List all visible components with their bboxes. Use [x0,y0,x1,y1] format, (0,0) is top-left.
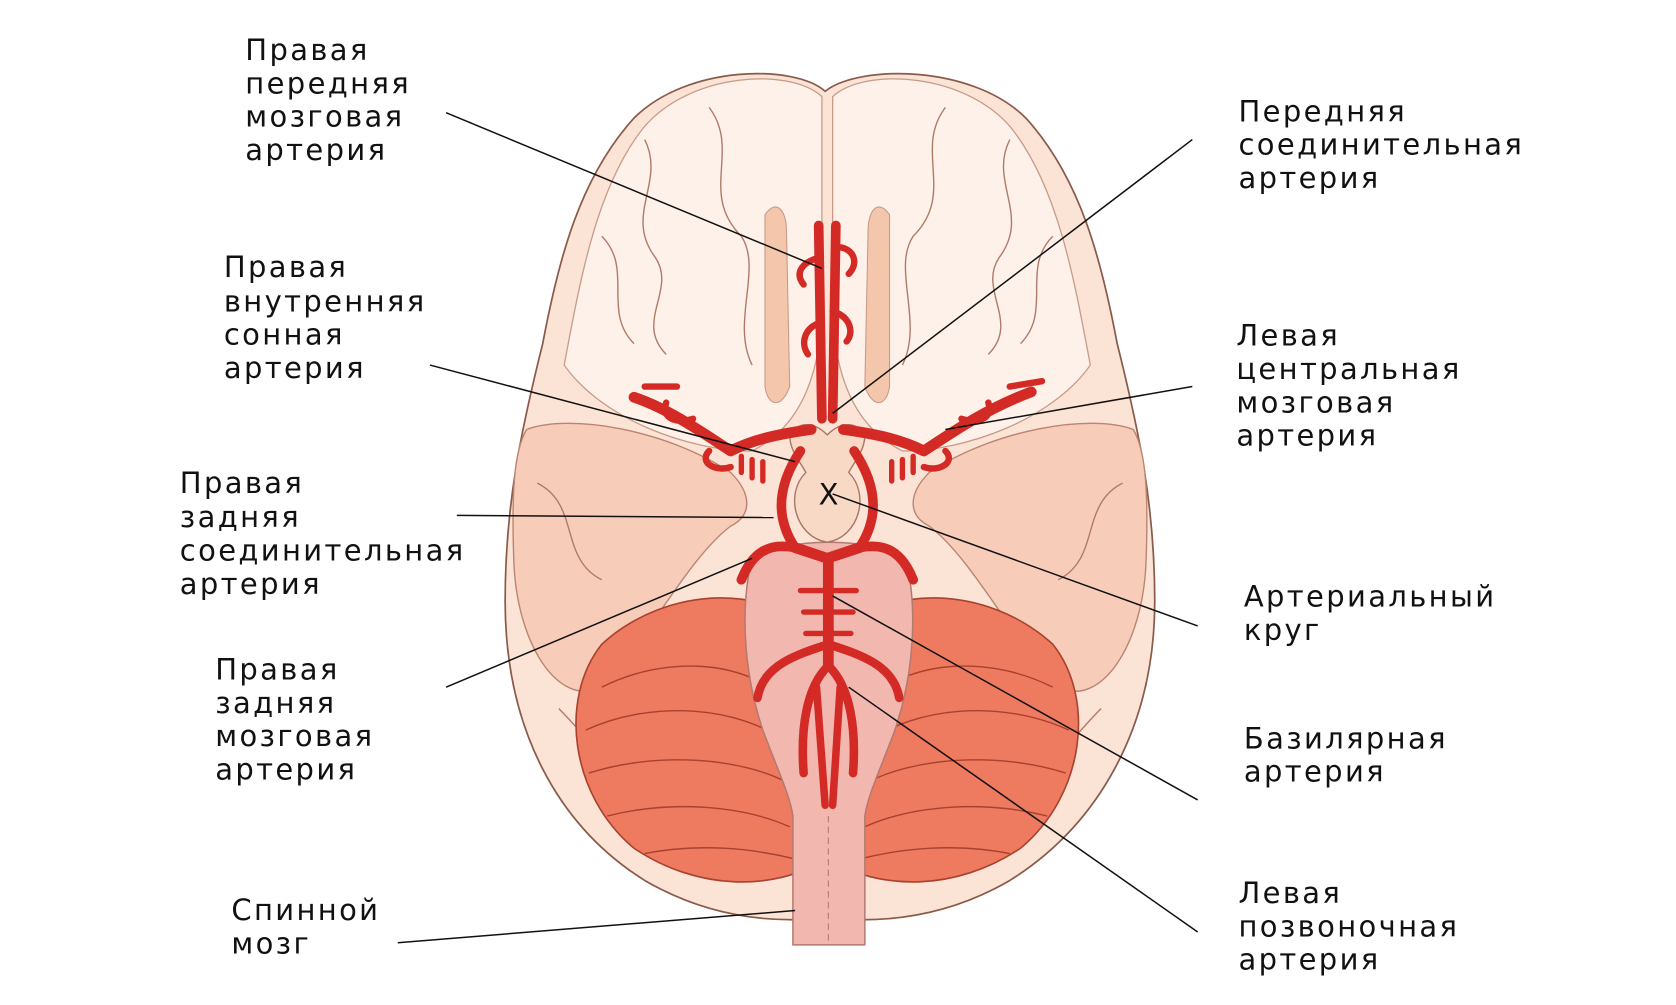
label-arterial-circle: Артериальный круг [1244,580,1508,647]
label-right-posterior-cerebral-artery: Правая задняя мозговая артерия [215,653,386,787]
left-frontal-lobe [563,78,823,452]
left-olfactory-tract [764,206,791,404]
right-frontal-lobe [831,78,1092,452]
right-olfactory-tract [864,206,891,404]
optic-chiasm [788,424,866,543]
label-right-anterior-cerebral-artery: Правая передняя мозговая артерия [245,33,422,167]
leader-lines [397,112,1199,944]
label-left-vertebral-artery: Левая позвоночная артерия [1238,876,1470,977]
chiasm-x-mark: X [819,478,841,512]
brain-illustration: X [504,72,1156,946]
arteries [628,220,1046,810]
label-right-posterior-communicating-artery: Правая задняя соединительная артерия [180,466,477,601]
label-left-middle-cerebral-artery: Левая центральная мозговая артерия [1236,319,1473,453]
label-spinal-cord: Спинной мозг [231,893,392,960]
label-right-internal-carotid-artery: Правая внутренняя сонная артерия [224,250,438,385]
label-anterior-communicating-artery: Передняя соединительная артерия [1238,94,1535,195]
label-basilar-artery: Базилярная артерия [1244,721,1460,788]
